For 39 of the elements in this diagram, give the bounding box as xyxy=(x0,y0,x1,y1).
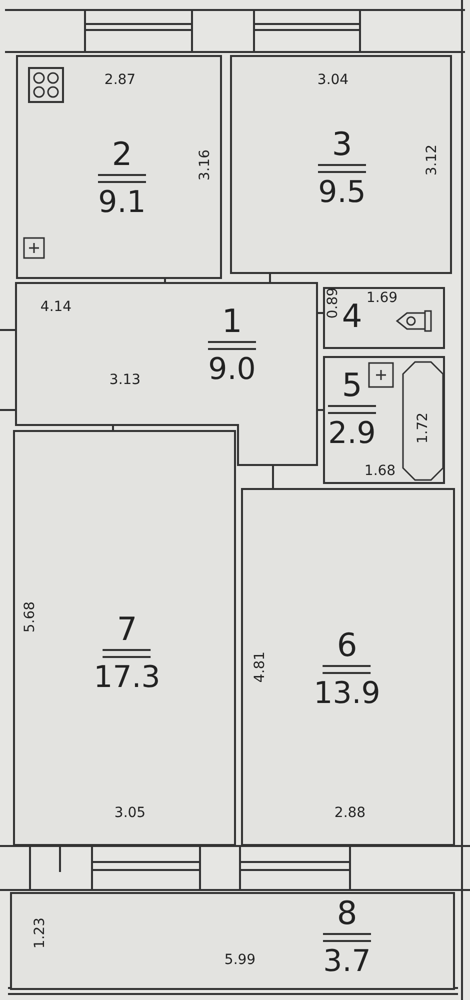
dimension-label: 3.12 xyxy=(424,144,440,176)
dimension-label: 1.69 xyxy=(366,290,398,306)
dimension-label: 5.99 xyxy=(224,952,256,968)
room-area xyxy=(13,430,236,846)
dimension-label: 2.88 xyxy=(334,805,366,821)
room-area xyxy=(230,55,452,274)
room-area xyxy=(241,488,455,846)
room-area-value: 3.7 xyxy=(323,946,371,978)
room-number: 3 xyxy=(332,127,352,161)
room-area xyxy=(15,282,318,466)
dimension-label: 0.89 xyxy=(325,287,341,319)
room-number: 1 xyxy=(222,304,242,338)
room-area-value: 13.9 xyxy=(314,678,380,710)
dimension-label: 1.72 xyxy=(415,412,431,444)
dimension-label: 3.05 xyxy=(114,805,146,821)
room-area xyxy=(10,892,455,990)
dimension-label: 4.81 xyxy=(252,651,268,683)
room-area-value: 9.0 xyxy=(208,354,256,386)
dimension-label: 1.68 xyxy=(364,463,396,479)
room-number: 6 xyxy=(336,628,358,662)
dimension-label: 1.23 xyxy=(32,917,48,949)
room-area-value: 2.9 xyxy=(328,418,376,450)
room-number: 7 xyxy=(116,612,138,646)
room-number: 5 xyxy=(342,368,362,402)
room-area-value: 9.1 xyxy=(98,187,146,219)
room-area xyxy=(323,287,445,349)
room-area xyxy=(16,55,222,279)
dimension-label: 3.13 xyxy=(109,372,141,388)
room-number: 8 xyxy=(336,896,358,930)
dimension-label: 3.04 xyxy=(317,72,349,88)
dimension-label: 4.14 xyxy=(40,299,72,315)
room-number: 2 xyxy=(112,137,132,171)
room-area-value: 17.3 xyxy=(94,662,160,694)
room-area-value: 9.5 xyxy=(318,177,366,209)
room-area xyxy=(323,356,445,484)
room-number: 4 xyxy=(342,299,362,333)
dimension-label: 3.16 xyxy=(197,149,213,181)
dimension-label: 5.68 xyxy=(22,601,38,633)
dimension-label: 2.87 xyxy=(104,72,136,88)
